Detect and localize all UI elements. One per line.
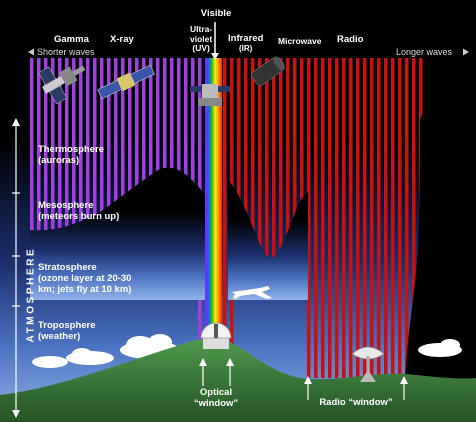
short-wave-stripe [191,58,195,298]
xray-satellite-icon [97,64,155,100]
long-wave-stripe [286,58,290,298]
long-wave-stripe [363,58,367,378]
uv-satellite-icon [190,84,230,106]
jet-plane-icon [232,286,272,299]
short-wave-stripe [51,58,55,298]
atmosphere-scale-arrow [12,118,20,418]
long-wave-stripe [314,58,318,378]
band-label-radio: Radio [337,34,364,45]
short-wave-stripe [135,58,139,298]
ground-hills [0,338,476,422]
long-wave-stripe [356,58,360,378]
visible-band [205,58,222,358]
longer-waves-arrow-icon [463,48,469,56]
band-label-gamma: Gamma [54,34,89,45]
long-wave-stripe [412,58,416,378]
layer-troposphere: Troposphere (weather) [38,320,96,342]
shorter-waves-arrow-icon [28,48,34,56]
long-wave-stripe [272,58,276,298]
long-wave-stripe [384,58,388,378]
atmosphere-label: ATMOSPHERE [25,246,37,343]
layer-stratosphere: Stratosphere (ozone layer at 20-30 km; j… [38,262,132,295]
short-wave-stripe [93,58,97,298]
long-wave-stripe [349,58,353,378]
shorter-waves-label: Shorter waves [37,47,95,57]
long-wave-stripe [398,58,402,378]
gamma-satellite-icon [38,65,86,105]
window-arrows [199,358,408,400]
short-wave-stripe [30,58,34,298]
long-wave-stripe [265,58,269,298]
short-wave-stripe [121,58,125,298]
ir-satellite-icon [250,56,285,87]
band-label-infrared: Infrared (IR) [228,33,264,54]
long-wave-stripe [405,58,409,378]
long-wave-stripe [370,58,374,378]
long-wave-stripe [251,58,255,298]
long-wave-stripe [244,58,248,298]
visible-label: Visible [200,8,232,19]
short-wave-absorption [30,167,205,300]
radio-telescope-icon [351,346,385,382]
band-label-xray: X-ray [110,34,134,45]
short-wave-stripe [100,58,104,298]
long-wave-stripe [258,58,262,298]
layer-thermosphere: Thermosphere (auroras) [38,144,104,166]
wave-direction-arrows [28,22,469,60]
long-wave-stripe [328,58,332,378]
far-right-absorption [405,58,476,380]
long-wave-stripe [321,58,325,378]
long-wave-stripe [391,58,395,378]
long-wave-stripe [342,58,346,378]
long-wave-stripe [300,58,304,298]
band-label-microwave: Microwave [278,36,322,46]
optical-window-label: Optical “window” [193,387,239,409]
short-wave-stripe [65,58,69,298]
long-wave-stripe [223,58,227,348]
long-wave-stripe [293,58,297,298]
short-wave-stripe [44,58,48,298]
long-wave-stripe [335,58,339,378]
long-wave-stripe [377,58,381,378]
short-wave-stripe [58,58,62,298]
short-wave-stripe [79,58,83,298]
short-wave-stripe [37,58,41,298]
short-wave-stripe [72,58,76,298]
long-wave-stripe [279,58,283,298]
clouds [32,334,462,368]
short-wave-stripe [142,58,146,298]
long-wave-stripes [223,58,423,378]
long-wave-absorption [228,180,308,300]
longer-waves-label: Longer waves [396,47,453,57]
short-wave-stripe [86,58,90,298]
short-wave-stripe [128,58,132,298]
radio-window-label: Radio “window” [319,397,393,408]
short-wave-stripe [107,58,111,298]
layer-mesosphere: Mesosphere (meteors burn up) [38,200,120,222]
band-label-uv: Ultra- violet (UV) [190,24,213,53]
long-wave-stripe [307,58,311,378]
long-wave-stripe [237,58,241,298]
observatory-dome-icon [200,322,232,349]
short-wave-stripe [114,58,118,298]
